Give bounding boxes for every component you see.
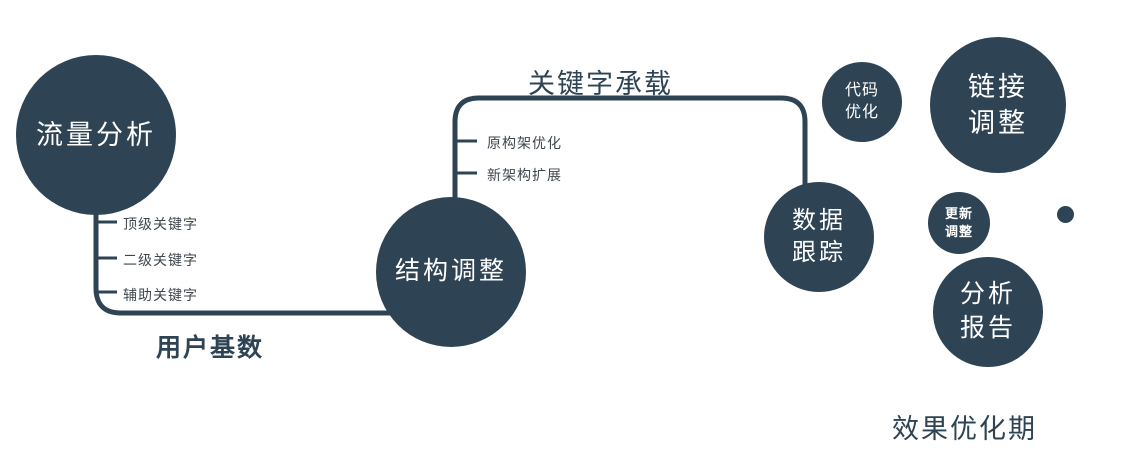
tick-label-aux-keyword: 辅助关键字 [123,287,198,303]
node-analysis-report-line2: 报告 [959,314,1016,342]
node-link-adjustment: 链接 调整 [930,37,1066,173]
node-code-optimization-line2: 优化 [844,104,879,121]
tick-label-second-keyword: 二级关键字 [123,252,198,268]
node-data-tracking-line2: 跟踪 [792,239,846,266]
bullet-dot [1057,206,1074,223]
node-traffic-analysis-label: 流量分析 [36,119,156,150]
node-traffic-analysis: 流量分析 [16,55,176,215]
node-analysis-report-line1: 分析 [959,280,1016,309]
node-code-optimization-line1: 代码 [844,82,879,100]
node-structure-adjustment: 结构调整 [376,197,526,347]
node-data-tracking-line1: 数据 [792,206,846,234]
label-user-base: 用户基数 [156,334,265,362]
node-update-adjustment-line2: 调整 [944,224,973,239]
node-update-adjustment: 更新 调整 [928,192,990,254]
label-effect-optimization-period: 效果优化期 [892,414,1037,444]
node-data-tracking: 数据 跟踪 [764,182,874,292]
node-link-adjustment-line2: 调整 [968,108,1028,138]
node-structure-adjustment-label: 结构调整 [394,257,507,286]
node-link-adjustment-line1: 链接 [968,71,1028,102]
node-update-adjustment-line1: 更新 [944,206,973,222]
node-code-optimization: 代码 优化 [822,62,902,142]
tick-label-top-keyword: 顶级关键字 [123,216,198,232]
tick-label-arch-expand: 新架构扩展 [487,167,562,183]
edge-keyword-bearing-path [452,95,808,215]
tick-label-arch-optimize: 原构架优化 [487,135,562,151]
node-analysis-report: 分析 报告 [933,257,1043,367]
label-keyword-bearing: 关键字承载 [528,69,673,99]
